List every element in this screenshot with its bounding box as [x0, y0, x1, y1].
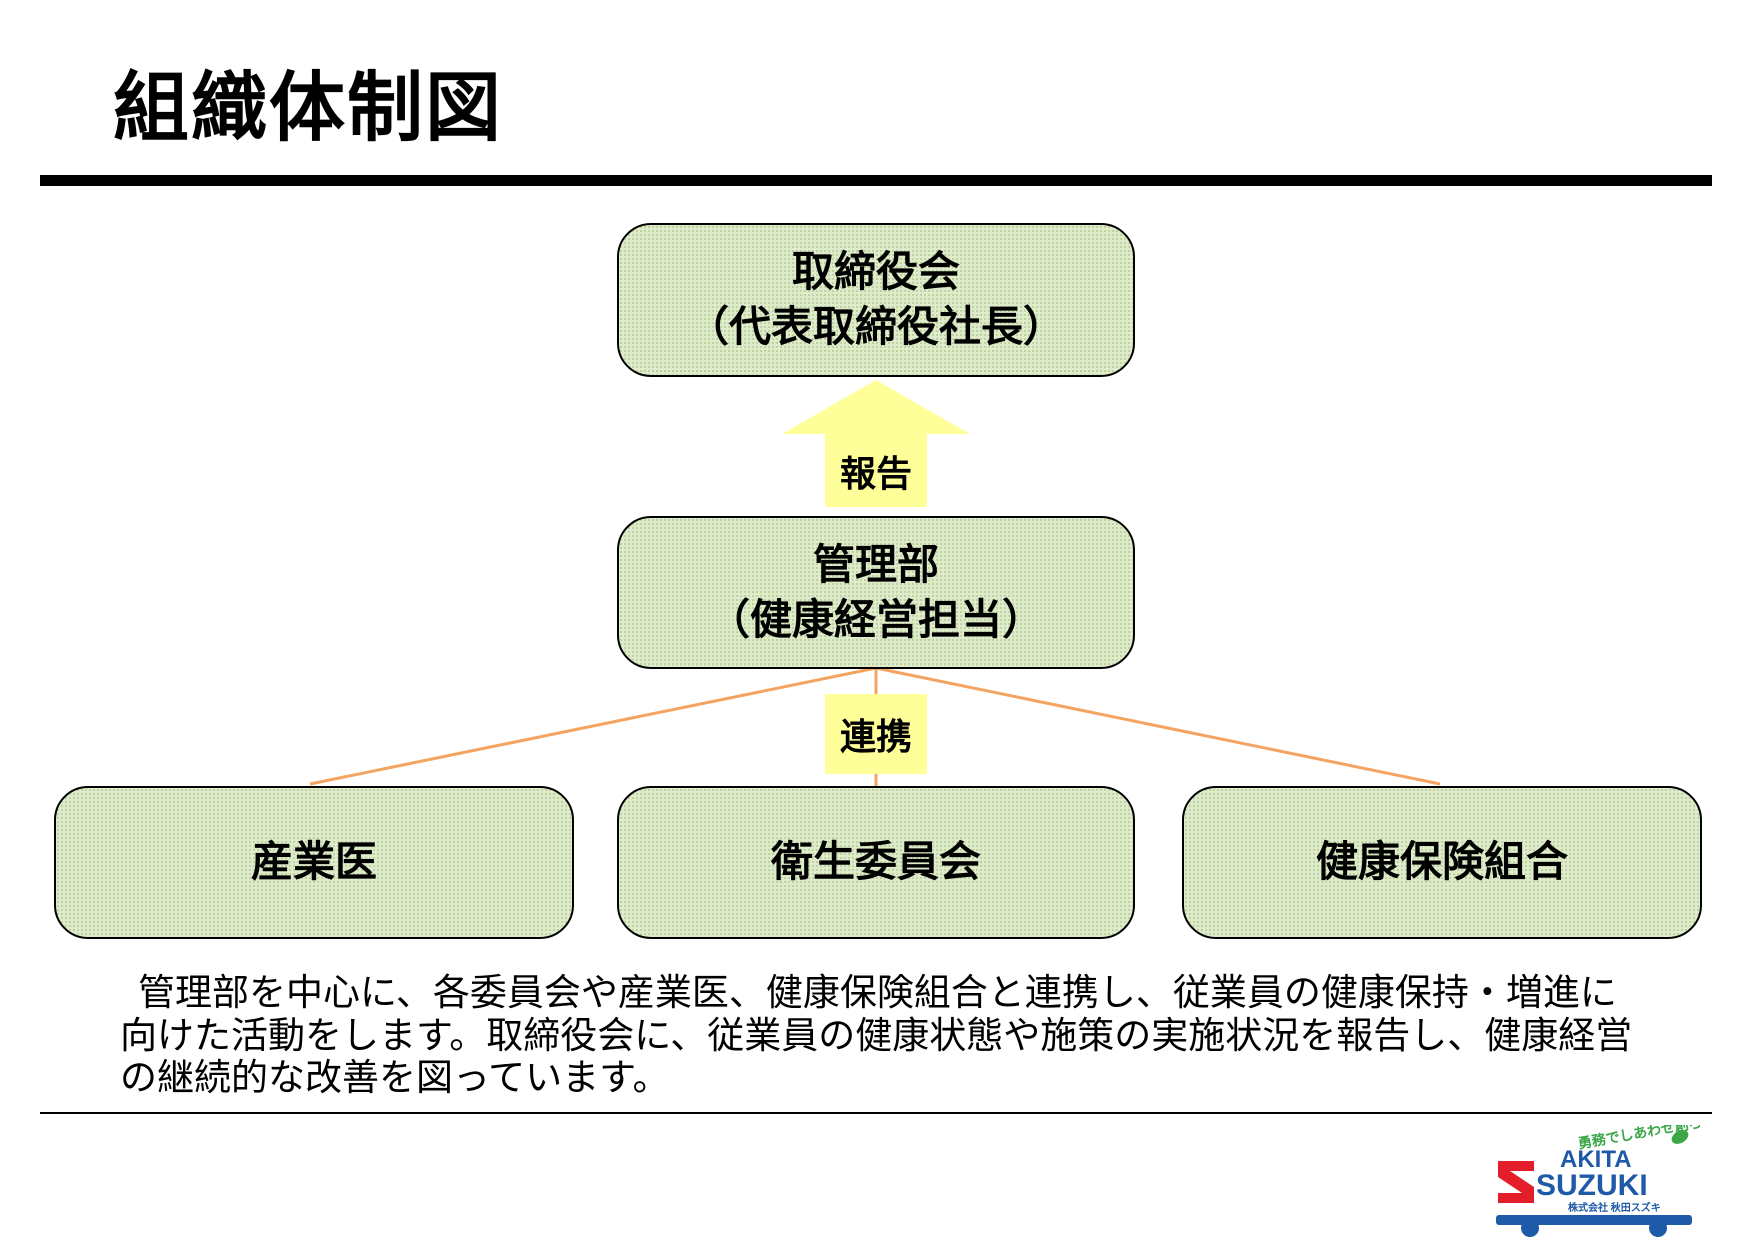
management-box: 管理部 （健康経営担当）: [617, 516, 1135, 669]
health-committee-box: 衛生委員会: [617, 786, 1135, 939]
cooperation-label-text: 連携: [839, 717, 912, 758]
logo-wheel-left: [1521, 1219, 1539, 1237]
connector-line-right: [875, 666, 1441, 786]
suzuki-s-mark: [1498, 1161, 1534, 1203]
logo-brand-bottom: SUZUKI: [1536, 1169, 1648, 1202]
akita-suzuki-logo: 勇務でしあわせ創ろ AKITA SUZUKI 株式会社 秋田スズキ: [1496, 1125, 1700, 1237]
description-line-3: の継続的な改善を図っています。: [120, 1056, 670, 1100]
report-arrow: [782, 380, 970, 507]
description-line-1: 管理部を中心に、各委員会や産業医、健康保険組合と連携し、従業員の健康保持・増進に: [138, 971, 1617, 1014]
logo-company-name: 株式会社 秋田スズキ: [1568, 1201, 1661, 1214]
board-box: 取締役会 （代表取締役社長）: [617, 223, 1135, 377]
health-committee-label: 衛生委員会: [770, 837, 981, 887]
logo-brand-top: AKITA: [1560, 1146, 1632, 1173]
cooperation-label: 連携: [825, 694, 927, 774]
health-insurance-union-box: 健康保険組合: [1182, 786, 1702, 939]
board-subtitle: （代表取締役社長）: [686, 302, 1065, 351]
management-title: 管理部: [812, 539, 939, 589]
logo-car-body: [1496, 1215, 1692, 1225]
report-label-text: 報告: [839, 454, 912, 495]
leaf-icon: [1671, 1130, 1689, 1144]
bottom-divider: [40, 1112, 1712, 1114]
occupational-physician-box: 産業医: [54, 786, 574, 939]
management-subtitle: （健康経営担当）: [707, 594, 1044, 644]
connector-line-left: [309, 666, 877, 786]
description-line-2: 向けた活動をします。取締役会に、従業員の健康状態や施策の実施状況を報告し、健康経…: [120, 1013, 1633, 1057]
title-divider: [40, 175, 1712, 186]
page-title: 組織体制図: [113, 63, 503, 152]
logo-wheel-right: [1649, 1219, 1667, 1237]
board-title: 取締役会: [791, 247, 960, 297]
report-label: 報告: [825, 438, 927, 504]
occupational-physician-label: 産業医: [250, 837, 377, 887]
description-text: 管理部を中心に、各委員会や産業医、健康保険組合と連携し、従業員の健康保持・増進に…: [120, 971, 1640, 1100]
health-insurance-union-label: 健康保険組合: [1315, 837, 1568, 887]
